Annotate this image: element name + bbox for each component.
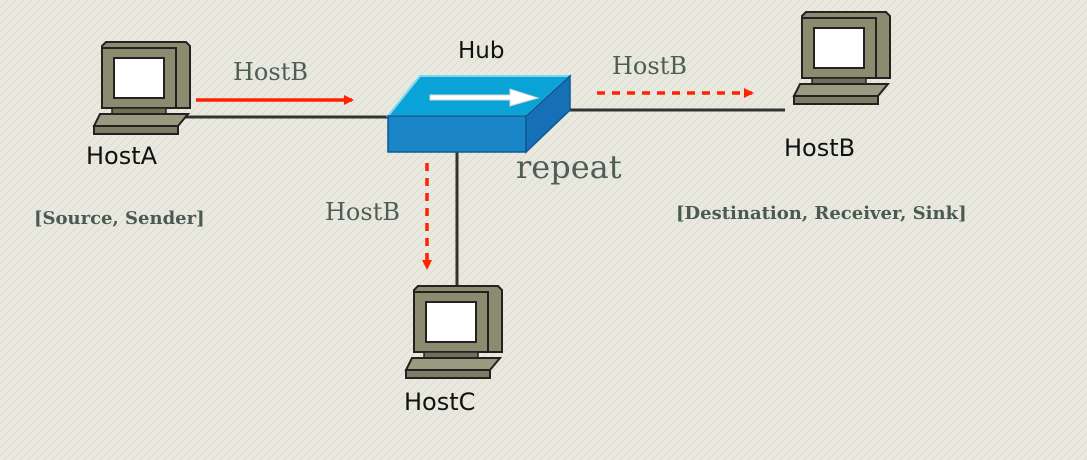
host-a-label: HostA (86, 142, 158, 170)
hub-icon[interactable] (385, 74, 573, 154)
frame-label-a-to-hub: HostB (233, 58, 308, 86)
hub-action-label: repeat (516, 148, 622, 186)
hub-label: Hub (458, 38, 505, 64)
host-b-role: [Destination, Receiver, Sink] (676, 203, 967, 224)
host-b-computer-icon[interactable] (793, 11, 891, 105)
host-c-computer-icon[interactable] (405, 285, 503, 379)
host-b-label: HostB (784, 134, 856, 162)
frame-label-hub-to-c: HostB (325, 198, 400, 226)
host-a-computer-icon[interactable] (93, 41, 191, 135)
host-a-role: [Source, Sender] (34, 208, 205, 229)
host-c-label: HostC (404, 388, 476, 416)
frame-label-hub-to-b: HostB (612, 52, 687, 80)
